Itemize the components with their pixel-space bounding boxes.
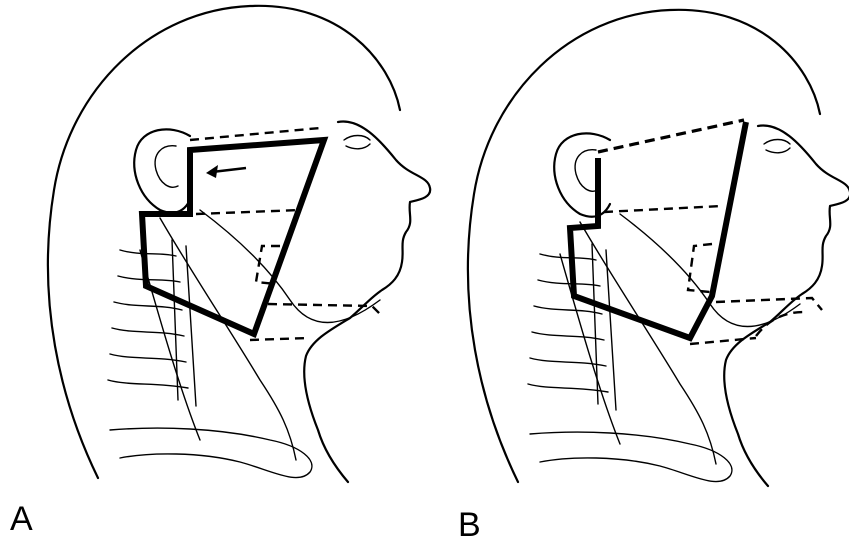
panel-a-label: A: [10, 502, 33, 536]
panel-a-dashed-top-border: [190, 128, 320, 140]
panel-b-anatomy: [468, 10, 849, 486]
panel-a-dashed-mid-line: [196, 210, 300, 214]
panel-b-head-drawing: [468, 10, 849, 486]
panel-b-dashed-throat-line: [690, 338, 756, 344]
panel-a-arrow-icon: [206, 165, 246, 178]
panel-a-dashed-throat-line: [250, 338, 308, 340]
panel-b-dashed-top-border: [598, 120, 744, 152]
panel-a-dashed-lower-line: [268, 304, 380, 314]
panel-b-treatment-field: [570, 122, 746, 338]
panel-a-head-drawing: [48, 6, 430, 482]
panel-b-label: B: [458, 508, 481, 542]
panel-a-anatomy: [48, 6, 430, 482]
panel-b-dashed-lower-line: [716, 298, 822, 310]
panel-b-dashed-mid-line: [604, 206, 722, 212]
panel-b-dashed-block: [688, 244, 712, 292]
